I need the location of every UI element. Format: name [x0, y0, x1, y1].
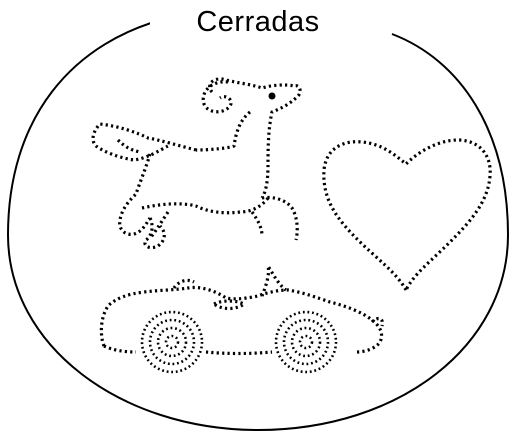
- car-icon: [99, 264, 384, 374]
- page-title: Cerradas: [150, 4, 366, 40]
- heart-icon: [322, 138, 492, 292]
- oval-border: [6, 15, 510, 432]
- horse-icon: [91, 77, 302, 250]
